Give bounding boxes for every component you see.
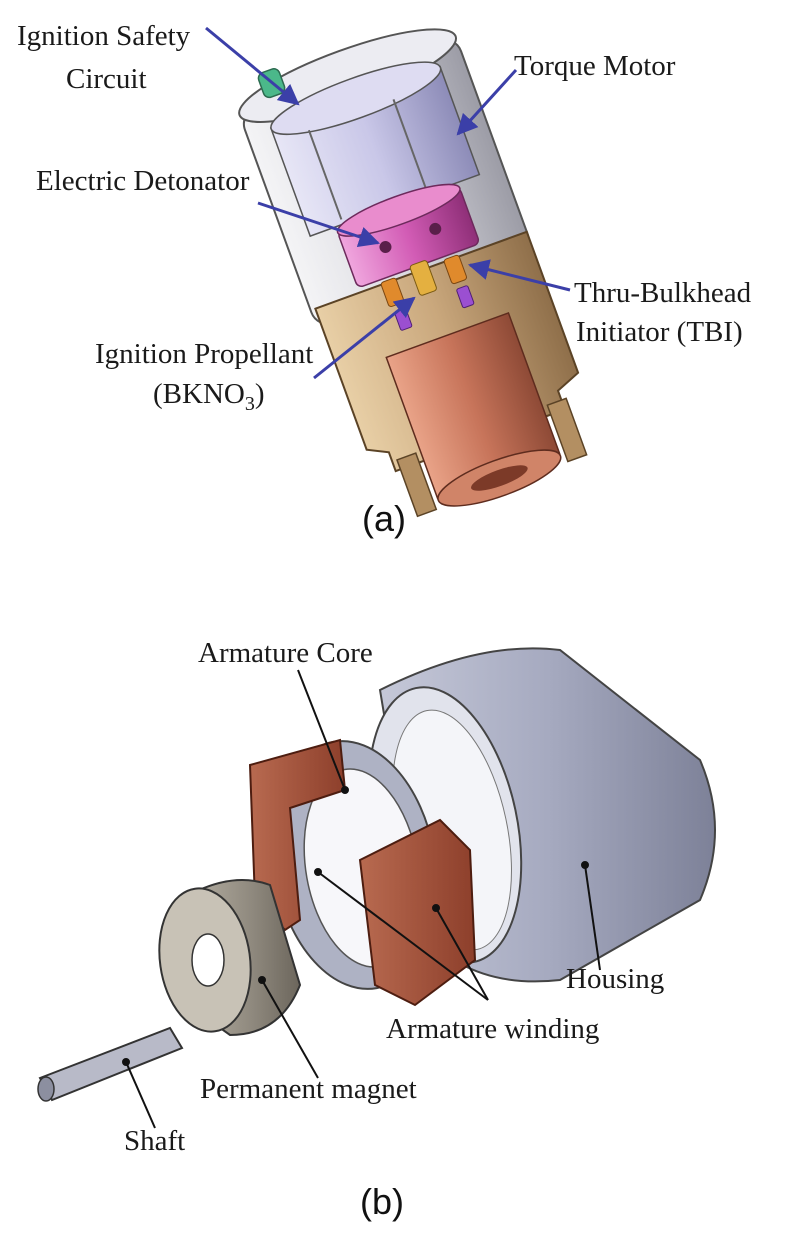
formula-subscript: 3 — [244, 392, 255, 415]
formula-prefix: (BKNO — [153, 378, 245, 410]
arrow-ignition-safety — [205, 26, 300, 106]
label-torque-motor: Torque Motor — [514, 50, 676, 82]
line-armature-core — [297, 669, 346, 791]
shaft-end — [37, 1076, 55, 1102]
label-shaft: Shaft — [124, 1125, 186, 1157]
caption-b: (b) — [360, 1181, 404, 1222]
line-winding-2 — [435, 907, 489, 1001]
line-winding-1 — [317, 871, 489, 1001]
label-propellant-formula: (BKNO3) — [153, 378, 265, 420]
dot-winding-1 — [314, 868, 322, 876]
permanent-magnet — [158, 879, 302, 1037]
arrow-torque-motor — [456, 68, 518, 136]
shaft-body — [38, 1026, 184, 1102]
detonator-top — [336, 183, 461, 237]
arrow-electric-detonator — [257, 201, 380, 247]
caption-a: (a) — [362, 498, 406, 539]
label-armature-winding: Armature winding — [386, 1013, 600, 1045]
arrow-propellant — [313, 296, 416, 380]
detonator-hole — [379, 241, 392, 254]
label-housing: Housing — [566, 963, 665, 995]
label-armature-core: Armature Core — [198, 637, 373, 669]
label-tbi-line2: Initiator (TBI) — [576, 316, 743, 348]
dot-housing — [581, 861, 589, 869]
detonator-hole — [429, 222, 442, 235]
copper-bore — [471, 465, 528, 491]
arrow-tbi — [467, 259, 571, 292]
magnet-bore — [191, 933, 225, 987]
dot-armature-core — [341, 786, 349, 794]
shaft — [37, 1026, 184, 1102]
motor-seam — [307, 129, 343, 220]
label-tbi: Thru-Bulkhead — [574, 277, 752, 309]
line-shaft — [125, 1061, 156, 1129]
label-ignition-safety: Ignition Safety — [17, 20, 191, 52]
line-permanent-magnet — [261, 979, 319, 1079]
figure-a-callouts — [205, 26, 571, 380]
label-ignition-propellant: Ignition Propellant — [95, 338, 314, 370]
figure-b-callouts — [122, 669, 601, 1129]
propellant-charge — [456, 285, 475, 309]
label-electric-detonator: Electric Detonator — [36, 165, 250, 197]
line-housing — [584, 864, 601, 971]
tbi-pin — [443, 254, 467, 285]
motor-seam — [392, 99, 427, 190]
label-ignition-safety-line2: Circuit — [66, 63, 147, 95]
dot-shaft — [122, 1058, 130, 1066]
tbi-pin — [409, 260, 437, 296]
dot-permanent-magnet — [258, 976, 266, 984]
winding-right — [358, 818, 477, 1007]
motor-top — [270, 61, 442, 136]
bronze-flange — [396, 397, 588, 518]
formula-suffix: ) — [254, 378, 265, 410]
label-permanent-magnet: Permanent magnet — [200, 1073, 417, 1105]
dot-winding-2 — [432, 904, 440, 912]
